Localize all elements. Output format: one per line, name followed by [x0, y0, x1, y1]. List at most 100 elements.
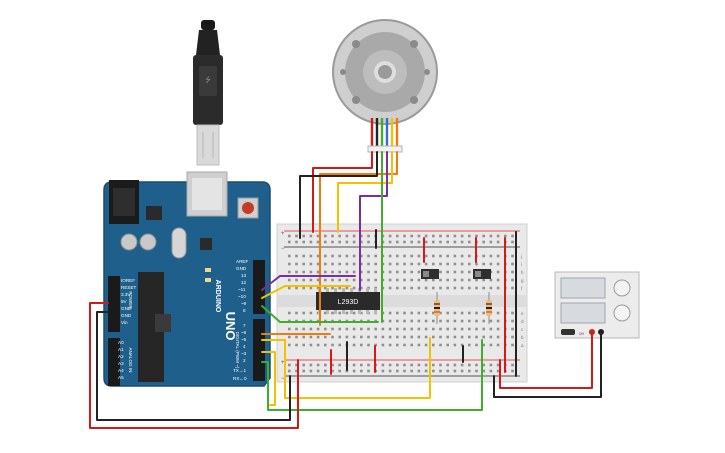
wire-pin10-yellow [261, 285, 351, 299]
breadboard-hole [316, 369, 320, 373]
wire-psu-red [499, 331, 593, 389]
breadboard-hole [288, 286, 291, 290]
breadboard-hole [424, 234, 428, 238]
breadboard-hole [439, 240, 442, 244]
breadboard-hole [489, 240, 493, 244]
breadboard-hole [381, 335, 385, 339]
breadboard-hole [324, 240, 327, 244]
breadboard-hole [439, 327, 442, 331]
breadboard-hole [496, 335, 500, 339]
breadboard-hole [453, 369, 457, 373]
pin-6: ~6 [241, 330, 247, 335]
breadboard-hole [482, 363, 485, 367]
breadboard-hole [403, 335, 406, 339]
breadboard-hole [309, 363, 313, 367]
breadboard-hole [288, 262, 291, 266]
breadboard-hole [417, 319, 421, 323]
breadboard-hole [432, 234, 435, 238]
breadboard-hole [367, 240, 370, 244]
breadboard-hole [417, 240, 421, 244]
breadboard-hole [482, 254, 485, 258]
breadboard-hole [482, 369, 485, 373]
rail-minus-top: − [281, 246, 285, 252]
breadboard-hole [482, 234, 485, 238]
breadboard-hole [295, 363, 298, 367]
breadboard-hole [446, 363, 449, 367]
breadboard-hole [468, 319, 471, 323]
breadboard-hole [504, 234, 507, 238]
breadboard-hole [288, 311, 291, 315]
breadboard-hole [295, 262, 298, 266]
dc-motor-encoder[interactable] [332, 19, 438, 153]
breadboard-hole [439, 270, 442, 274]
breadboard-hole [511, 335, 514, 339]
bench-power-supply[interactable]: on [554, 271, 640, 339]
breadboard-hole [439, 278, 442, 282]
breadboard-hole [367, 343, 370, 347]
breadboard-hole [309, 254, 313, 258]
breadboard-hole [446, 369, 449, 373]
breadboard-hole [381, 363, 385, 367]
slide-switch-right[interactable] [473, 269, 491, 279]
breadboard-hole [468, 311, 471, 315]
breadboard-hole [302, 311, 305, 315]
breadboard-hole [316, 262, 320, 266]
wire-pin11-purple [261, 275, 356, 291]
breadboard-hole [374, 262, 377, 266]
breadboard-hole [453, 278, 457, 282]
pin-3: ~3 [241, 351, 247, 356]
breadboard-hole [417, 286, 421, 290]
breadboard-hole [453, 270, 457, 274]
breadboard-hole [295, 286, 298, 290]
breadboard-hole [489, 254, 493, 258]
pin-gnd-1: GND [121, 306, 132, 311]
breadboard-hole [475, 335, 478, 339]
breadboard-hole [324, 343, 327, 347]
breadboard-hole [489, 286, 493, 290]
breadboard-hole [446, 319, 449, 323]
breadboard-hole [417, 369, 421, 373]
resistor-right[interactable] [486, 292, 492, 324]
brand-label: ARDUINO [214, 280, 221, 313]
breadboard-hole [316, 327, 320, 331]
breadboard-hole [496, 343, 500, 347]
pin-vin: Vin [121, 320, 128, 325]
breadboard-hole [453, 327, 457, 331]
breadboard-hole [511, 319, 514, 323]
breadboard-hole [396, 234, 399, 238]
breadboard-hole [446, 311, 449, 315]
breadboard-hole [496, 234, 500, 238]
breadboard-hole [367, 254, 370, 258]
breadboard-hole [446, 286, 449, 290]
breadboard-hole [352, 240, 356, 244]
rail-plus-bottom: + [281, 360, 285, 366]
breadboard-hole [417, 335, 421, 339]
breadboard-hole [496, 254, 500, 258]
breadboard-hole [381, 327, 385, 331]
breadboard-hole [482, 311, 485, 315]
breadboard-hole [288, 254, 291, 258]
wire-psu-black [493, 331, 602, 398]
breadboard-hole [403, 240, 406, 244]
breadboard-hole [352, 327, 356, 331]
pin-ioref: IOREF [121, 278, 135, 283]
resistor-left[interactable] [434, 292, 440, 324]
breadboard-hole [432, 278, 435, 282]
rail-minus-bottom: − [281, 376, 285, 382]
breadboard-hole [475, 262, 478, 266]
breadboard-hole [439, 363, 442, 367]
breadboard-hole [360, 343, 363, 347]
breadboard-hole [367, 369, 370, 373]
slide-switch-left[interactable] [421, 269, 439, 279]
breadboard-hole [338, 363, 341, 367]
breadboard-hole [489, 262, 493, 266]
breadboard-hole [367, 327, 370, 331]
breadboard-hole [460, 254, 464, 258]
breadboard-hole [460, 335, 464, 339]
breadboard-hole [345, 327, 349, 331]
breadboard-hole [309, 286, 313, 290]
breadboard-hole [460, 363, 464, 367]
breadboard-hole [424, 363, 428, 367]
arduino-uno-board[interactable]: ARDUINO UNO POWER ANALOG IN DIGITAL (PWM… [103, 171, 271, 387]
row-letter: f [521, 286, 523, 291]
